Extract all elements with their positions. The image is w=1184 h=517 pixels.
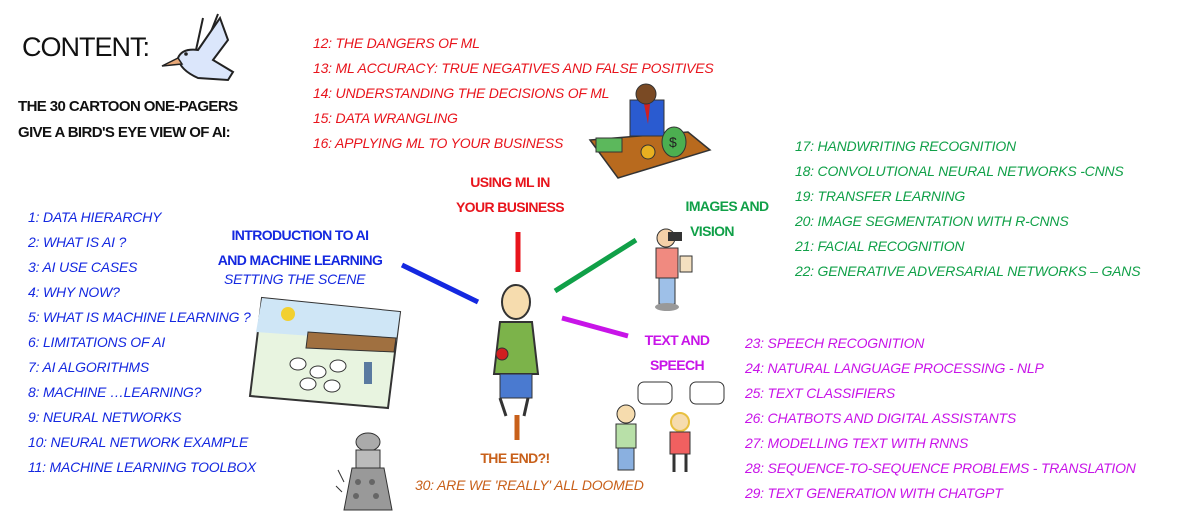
topic-item: 18: CONVOLUTIONAL NEURAL NETWORKS -CNNS	[795, 163, 1124, 179]
section-heading: VISION	[690, 223, 734, 239]
section-heading: TEXT AND	[644, 332, 710, 348]
conversation-illustration	[615, 381, 725, 472]
text-connector	[561, 315, 629, 339]
topic-item: 4: WHY NOW?	[28, 284, 120, 300]
topic-item: 8: MACHINE …LEARNING?	[28, 384, 202, 400]
section-heading: IMAGES AND	[685, 198, 770, 214]
topic-item: 24: NATURAL LANGUAGE PROCESSING - NLP	[745, 360, 1044, 376]
topic-item: 21: FACIAL RECOGNITION	[795, 238, 965, 254]
section-heading: SPEECH	[650, 357, 705, 373]
bird-icon	[161, 13, 235, 82]
topic-item: 3: AI USE CASES	[28, 259, 138, 275]
topic-item: 27: MODELLING TEXT WITH RNNS	[745, 435, 969, 451]
presenter-illustration	[492, 284, 540, 417]
topic-item: 19: TRANSFER LEARNING	[795, 188, 966, 204]
page-title: CONTENT:	[22, 32, 150, 62]
subtitle-line: GIVE A BIRD'S EYE VIEW OF AI:	[18, 124, 231, 141]
topic-item: 9: NEURAL NETWORKS	[28, 409, 182, 425]
topic-item: 30: ARE WE 'REALLY' ALL DOOMED	[415, 477, 644, 493]
topic-item: 11: MACHINE LEARNING TOOLBOX	[28, 459, 257, 475]
section-heading: INTRODUCTION TO AI	[231, 227, 370, 243]
topic-item: 6: LIMITATIONS OF AI	[28, 334, 166, 350]
topic-item: 26: CHATBOTS AND DIGITAL ASSISTANTS	[745, 410, 1016, 426]
photographer-illustration	[655, 228, 693, 311]
section-heading: USING ML IN	[470, 174, 550, 190]
intro-connector	[400, 262, 480, 305]
topic-item: 25: TEXT CLASSIFIERS	[745, 385, 896, 401]
topic-item: 10: NEURAL NETWORK EXAMPLE	[28, 434, 249, 450]
vision-connector	[553, 237, 638, 294]
topic-item: 20: IMAGE SEGMENTATION WITH R-CNNS	[795, 213, 1069, 229]
topic-item: 15: DATA WRANGLING	[313, 110, 458, 126]
sheep-field-illustration	[248, 296, 402, 410]
topic-item: 28: SEQUENCE-TO-SEQUENCE PROBLEMS - TRAN…	[745, 460, 1136, 476]
subtitle-line: THE 30 CARTOON ONE-PAGERS	[18, 98, 238, 115]
topic-item: 5: WHAT IS MACHINE LEARNING ?	[28, 309, 251, 325]
section-heading: THE END?!	[480, 450, 550, 466]
section-heading: AND MACHINE LEARNING	[217, 252, 383, 268]
topic-item: 22: GENERATIVE ADVERSARIAL NETWORKS – GA…	[795, 263, 1141, 279]
topic-item: 12: THE DANGERS OF ML	[313, 35, 480, 51]
businessman-illustration: $	[588, 83, 712, 179]
topic-item: 7: AI ALGORITHMS	[28, 359, 150, 375]
dalek-illustration	[335, 432, 393, 511]
topic-item: 2: WHAT IS AI ?	[28, 234, 127, 250]
svg-text:$: $	[669, 134, 677, 150]
topic-item: 14: UNDERSTANDING THE DECISIONS OF ML	[313, 85, 610, 101]
section-subheading: SETTING THE SCENE	[224, 271, 366, 287]
topic-item: 1: DATA HIERARCHY	[28, 209, 162, 225]
topic-item: 29: TEXT GENERATION WITH CHATGPT	[745, 485, 1003, 501]
section-heading: YOUR BUSINESS	[455, 199, 565, 215]
topic-item: 16: APPLYING ML TO YOUR BUSINESS	[313, 135, 564, 151]
topic-item: 17: HANDWRITING RECOGNITION	[795, 138, 1016, 154]
topic-item: 23: SPEECH RECOGNITION	[745, 335, 925, 351]
topic-item: 13: ML ACCURACY: TRUE NEGATIVES AND FALS…	[313, 60, 714, 76]
